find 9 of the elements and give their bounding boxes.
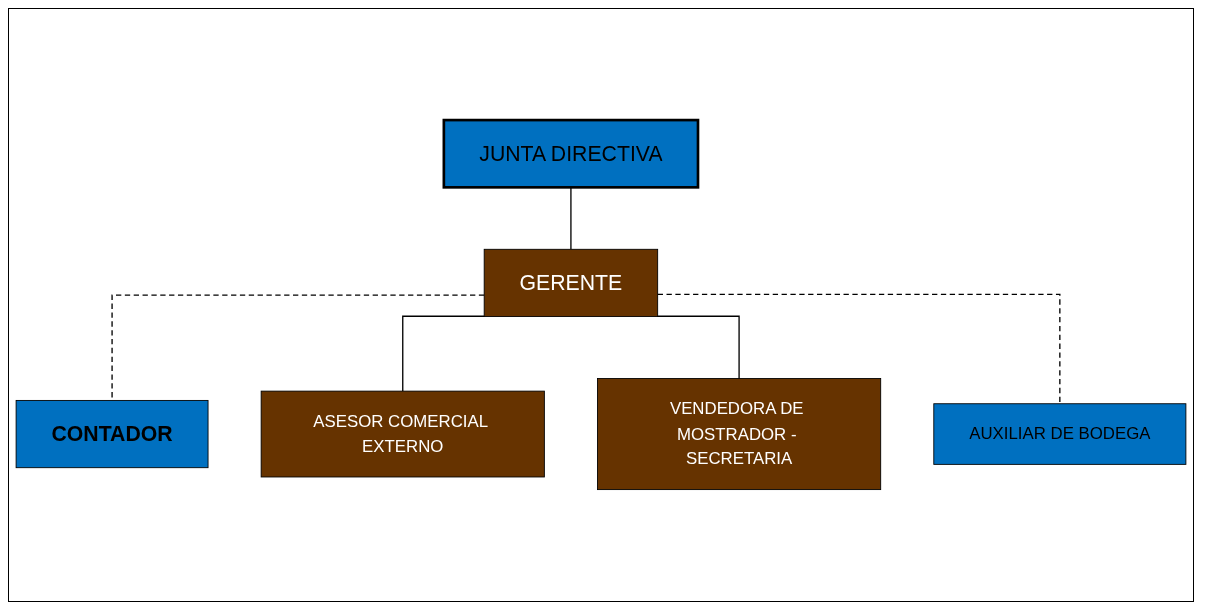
connector [402, 315, 485, 392]
node-box: CONTADOR [15, 400, 209, 469]
connector [657, 315, 740, 380]
connector [657, 293, 1061, 405]
node-box: AUXILIAR DE BODEGA [933, 403, 1187, 465]
node-box: ASESOR COMERCIAL EXTERNO [260, 390, 545, 478]
node-box: JUNTA DIRECTIVA [442, 118, 700, 189]
node-box: GERENTE [483, 249, 659, 318]
node-box: VENDEDORA DE MOSTRADOR - SECRETARIA [597, 378, 882, 491]
